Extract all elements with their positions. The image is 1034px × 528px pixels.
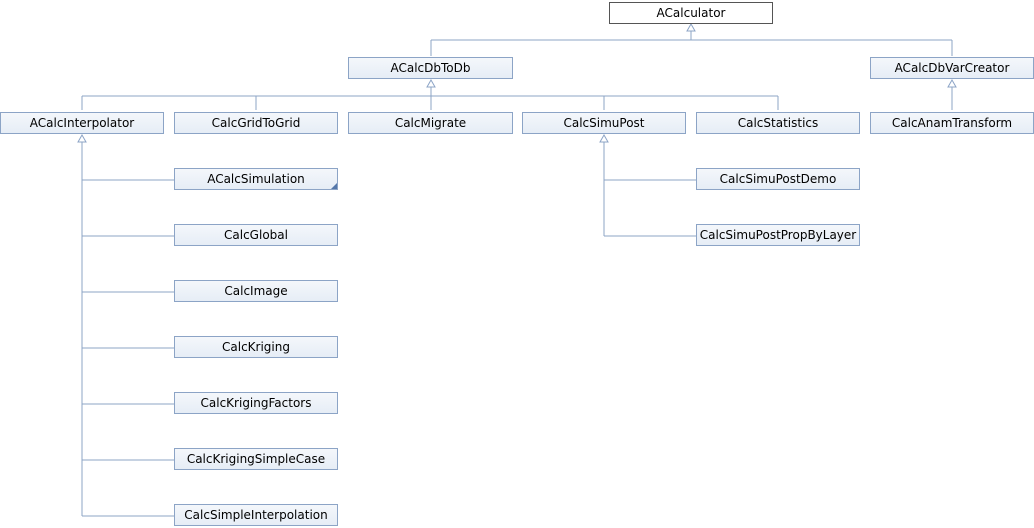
- node-calcsimupostpropbylayer[interactable]: CalcSimuPostPropByLayer: [696, 224, 860, 246]
- node-calcmigrate[interactable]: CalcMigrate: [348, 112, 513, 134]
- node-label: ACalcDbVarCreator: [894, 61, 1010, 75]
- node-calcsimupost[interactable]: CalcSimuPost: [522, 112, 686, 134]
- node-label: CalcGridToGrid: [211, 116, 301, 130]
- node-acalcsimulation[interactable]: ACalcSimulation: [174, 168, 338, 190]
- arrowhead-calcsimupost: [599, 133, 609, 143]
- node-label: CalcImage: [224, 284, 288, 298]
- node-calckrigingfactors[interactable]: CalcKrigingFactors: [174, 392, 338, 414]
- node-label: ACalcDbToDb: [390, 61, 471, 75]
- node-calcgridtogrid[interactable]: CalcGridToGrid: [174, 112, 338, 134]
- node-label: CalcAnamTransform: [891, 116, 1013, 130]
- node-calcimage[interactable]: CalcImage: [174, 280, 338, 302]
- node-label: CalcSimuPost: [563, 116, 645, 130]
- node-calcstatistics[interactable]: CalcStatistics: [696, 112, 860, 134]
- node-label: CalcSimuPostDemo: [719, 172, 837, 186]
- node-acalcinterpolator[interactable]: ACalcInterpolator: [0, 112, 164, 134]
- node-label: CalcSimuPostPropByLayer: [699, 228, 857, 242]
- node-calcglobal[interactable]: CalcGlobal: [174, 224, 338, 246]
- arrowhead-acalcinterpolator: [77, 133, 87, 143]
- node-calcsimupostdemo[interactable]: CalcSimuPostDemo: [696, 168, 860, 190]
- node-label: CalcKrigingFactors: [200, 396, 312, 410]
- node-label: CalcKriging: [222, 340, 290, 354]
- node-label: CalcSimpleInterpolation: [184, 508, 328, 522]
- node-label: ACalculator: [656, 6, 726, 20]
- node-label: CalcGlobal: [224, 228, 288, 242]
- node-label: CalcKrigingSimpleCase: [186, 452, 326, 466]
- node-label: ACalcInterpolator: [29, 116, 135, 130]
- node-calcanamtransform[interactable]: CalcAnamTransform: [870, 112, 1034, 134]
- node-label: CalcStatistics: [737, 116, 819, 130]
- node-calckrigingsimplecase[interactable]: CalcKrigingSimpleCase: [174, 448, 338, 470]
- node-calcsimpleinterpolation[interactable]: CalcSimpleInterpolation: [174, 504, 338, 526]
- node-label: CalcMigrate: [394, 116, 467, 130]
- arrowhead-acalcdbvarcreator: [947, 78, 957, 88]
- node-acalculator[interactable]: ACalculator: [609, 2, 773, 24]
- expand-corner-icon: [331, 183, 337, 189]
- arrowhead-acalculator: [686, 22, 696, 32]
- node-acalcdbtodb[interactable]: ACalcDbToDb: [348, 57, 513, 79]
- arrowhead-acalcdbtodb: [426, 78, 436, 88]
- node-acalcdbvarcreator[interactable]: ACalcDbVarCreator: [870, 57, 1034, 79]
- node-label: ACalcSimulation: [207, 172, 305, 186]
- node-calckriging[interactable]: CalcKriging: [174, 336, 338, 358]
